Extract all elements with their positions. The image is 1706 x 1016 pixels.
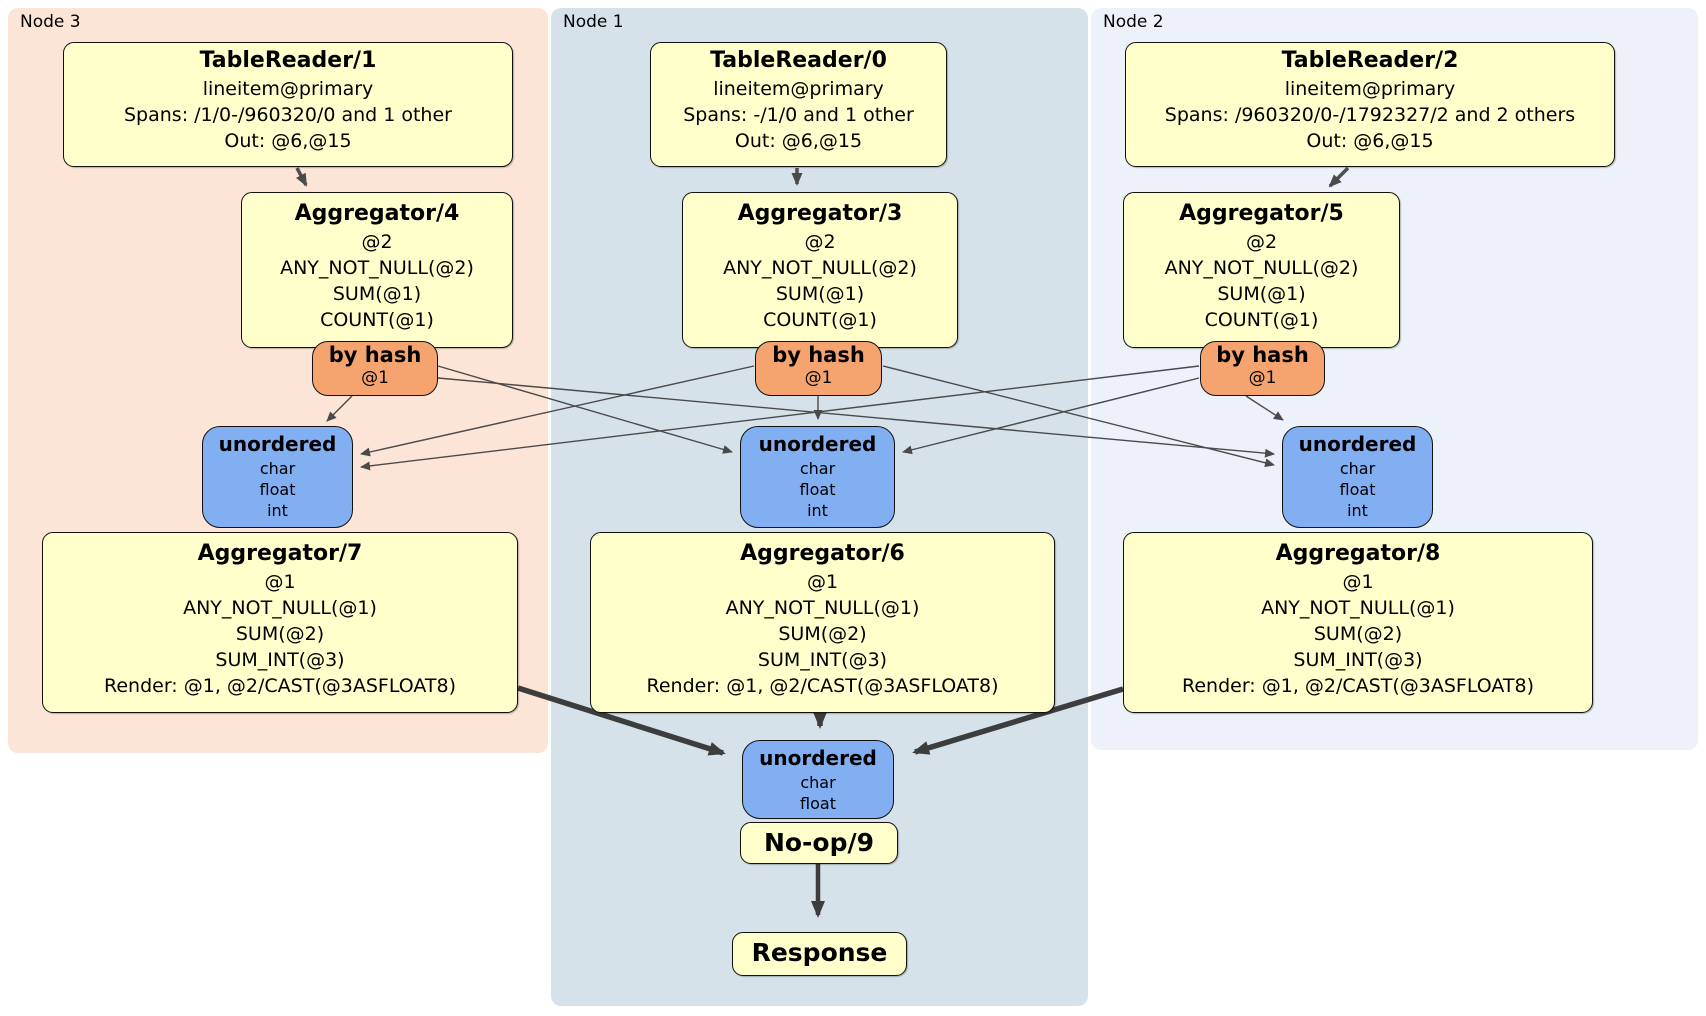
processor-aggregator-4: Aggregator/4 @2 ANY_NOT_NULL(@2) SUM(@1)… bbox=[241, 192, 513, 348]
processor-title: Response bbox=[751, 938, 888, 967]
processor-detail: COUNT(@1) bbox=[763, 309, 877, 331]
processor-detail: @2 bbox=[1245, 231, 1278, 253]
processor-detail: Out: @6,@15 bbox=[224, 130, 352, 152]
processor-title: No-op/9 bbox=[763, 828, 875, 857]
sync-unordered-final: unordered char float bbox=[742, 740, 894, 819]
processor-detail: Render: @1, @2/CAST(@3ASFLOAT8) bbox=[104, 675, 456, 697]
processor-title: Aggregator/6 bbox=[740, 541, 905, 566]
processor-detail: SUM(@1) bbox=[775, 283, 865, 305]
processor-detail: SUM(@2) bbox=[778, 623, 867, 645]
sync-type: int bbox=[267, 501, 288, 520]
router-by-hash-left: by hash @1 bbox=[312, 341, 438, 396]
sync-type: int bbox=[807, 501, 828, 520]
aggregator-to-final-sync-arrows bbox=[517, 685, 1124, 756]
processor-detail: Out: @6,@15 bbox=[734, 130, 863, 152]
router-by-hash-right: by hash @1 bbox=[1200, 341, 1325, 396]
router-key: @1 bbox=[804, 368, 833, 388]
processor-tablereader-0: TableReader/0 lineitem@primary Spans: -/… bbox=[650, 42, 947, 167]
processor-detail: @1 bbox=[1342, 571, 1374, 593]
processor-detail: ANY_NOT_NULL(@2) bbox=[1164, 257, 1359, 279]
router-key: @1 bbox=[1248, 368, 1277, 388]
sync-type: float bbox=[1339, 480, 1376, 499]
processor-tablereader-2: TableReader/2 lineitem@primary Spans: /9… bbox=[1125, 42, 1615, 167]
processor-detail: @1 bbox=[264, 571, 296, 593]
processor-detail: SUM_INT(@3) bbox=[1293, 649, 1423, 671]
sync-type: char bbox=[800, 773, 836, 792]
processor-detail: ANY_NOT_NULL(@1) bbox=[725, 597, 920, 619]
processor-title: TableReader/0 bbox=[710, 48, 887, 73]
sync-unordered-left: unordered char float int bbox=[202, 426, 353, 528]
processor-detail: SUM(@1) bbox=[332, 283, 422, 305]
processor-detail: ANY_NOT_NULL(@1) bbox=[1261, 597, 1455, 619]
processor-detail: @2 bbox=[804, 231, 836, 253]
sync-type: float bbox=[799, 480, 836, 499]
processor-title: TableReader/2 bbox=[1281, 48, 1459, 73]
processor-detail: @1 bbox=[806, 571, 839, 593]
panel-label-node-2: Node 2 bbox=[1103, 12, 1164, 32]
processor-detail: Spans: /1/0-/960320/0 and 1 other bbox=[124, 104, 452, 126]
processor-tablereader-1: TableReader/1 lineitem@primary Spans: /1… bbox=[63, 42, 513, 167]
sync-unordered-right: unordered char float int bbox=[1282, 426, 1433, 528]
router-title: by hash bbox=[328, 343, 422, 367]
sync-title: unordered bbox=[758, 432, 877, 456]
router-title: by hash bbox=[772, 343, 865, 367]
processor-detail: SUM(@2) bbox=[235, 623, 325, 645]
processor-detail: COUNT(@1) bbox=[1204, 309, 1319, 331]
sync-type: int bbox=[1347, 501, 1368, 520]
processor-aggregator-3: Aggregator/3 @2 ANY_NOT_NULL(@2) SUM(@1)… bbox=[682, 192, 958, 348]
sync-type: char bbox=[799, 459, 836, 478]
processor-detail: Spans: /960320/0-/1792327/2 and 2 others bbox=[1164, 104, 1576, 126]
processor-title: Aggregator/5 bbox=[1179, 201, 1344, 226]
processor-detail: ANY_NOT_NULL(@2) bbox=[723, 257, 917, 279]
processor-aggregator-7: Aggregator/7 @1 ANY_NOT_NULL(@1) SUM(@2)… bbox=[42, 532, 518, 713]
processor-detail: SUM_INT(@3) bbox=[215, 649, 345, 671]
sync-type: char bbox=[1339, 459, 1376, 478]
processor-title: Aggregator/4 bbox=[294, 201, 460, 226]
processor-aggregator-5: Aggregator/5 @2 ANY_NOT_NULL(@2) SUM(@1)… bbox=[1123, 192, 1400, 348]
sync-title: unordered bbox=[1298, 432, 1417, 456]
processor-detail: ANY_NOT_NULL(@1) bbox=[183, 597, 377, 619]
sync-title: unordered bbox=[759, 746, 877, 770]
processor-detail: SUM_INT(@3) bbox=[757, 649, 888, 671]
processor-detail: Spans: -/1/0 and 1 other bbox=[683, 104, 914, 126]
router-to-sync-edges bbox=[326, 365, 1284, 471]
processor-detail: lineitem@primary bbox=[1284, 78, 1456, 100]
processor-detail: SUM(@2) bbox=[1313, 623, 1403, 645]
processor-aggregator-8: Aggregator/8 @1 ANY_NOT_NULL(@1) SUM(@2)… bbox=[1123, 532, 1593, 713]
processor-response: Response bbox=[732, 932, 907, 976]
processor-detail: Render: @1, @2/CAST(@3ASFLOAT8) bbox=[646, 675, 999, 697]
processor-detail: Out: @6,@15 bbox=[1306, 130, 1434, 152]
sync-unordered-center: unordered char float int bbox=[740, 426, 895, 528]
sync-type: char bbox=[259, 459, 296, 478]
tablereader-to-aggregator-arrows bbox=[295, 166, 1350, 188]
panel-label-node-1: Node 1 bbox=[563, 12, 624, 32]
processor-title: Aggregator/3 bbox=[737, 201, 903, 226]
processor-detail: @2 bbox=[361, 231, 393, 253]
router-by-hash-center: by hash @1 bbox=[755, 341, 882, 396]
sync-type: float bbox=[800, 794, 836, 813]
panel-label-node-3: Node 3 bbox=[20, 12, 81, 32]
router-key: @1 bbox=[361, 368, 389, 388]
processor-title: Aggregator/7 bbox=[197, 541, 363, 566]
processor-detail: ANY_NOT_NULL(@2) bbox=[280, 257, 474, 279]
processor-detail: lineitem@primary bbox=[713, 78, 884, 100]
processor-aggregator-6: Aggregator/6 @1 ANY_NOT_NULL(@1) SUM(@2)… bbox=[590, 532, 1055, 713]
processor-detail: SUM(@1) bbox=[1217, 283, 1306, 305]
processor-detail: lineitem@primary bbox=[202, 78, 374, 100]
processor-noop-9: No-op/9 bbox=[740, 822, 898, 864]
router-title: by hash bbox=[1216, 343, 1309, 367]
sync-title: unordered bbox=[218, 432, 337, 456]
processor-detail: Render: @1, @2/CAST(@3ASFLOAT8) bbox=[1182, 675, 1534, 697]
sync-type: float bbox=[259, 480, 296, 499]
processor-detail: COUNT(@1) bbox=[320, 309, 434, 331]
processor-title: Aggregator/8 bbox=[1275, 541, 1441, 566]
processor-title: TableReader/1 bbox=[199, 48, 377, 73]
